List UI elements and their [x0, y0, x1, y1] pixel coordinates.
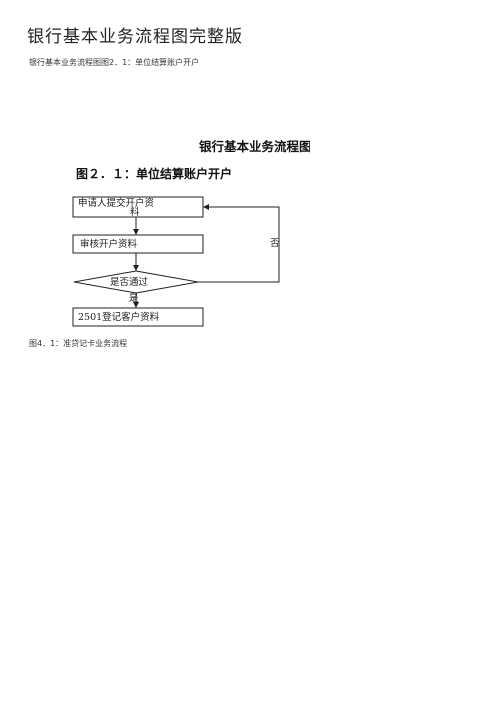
yes-label: 是: [129, 293, 139, 304]
no-label: 否: [270, 238, 280, 249]
step-submit-line1: 申请人提交开户资: [78, 197, 155, 209]
step-review-label: 审核开户资料: [80, 238, 138, 250]
figure-heading: 图２．１：单位结算账户开户: [76, 167, 233, 181]
step-register-label: 2501登记客户资料: [78, 311, 160, 323]
step-submit-line2: 料: [130, 206, 140, 218]
figure-caption: 图4．1：准贷记卡业务流程: [29, 339, 128, 348]
step-register-box: [72, 307, 204, 327]
step-review-box: [72, 234, 204, 254]
subtitle: 银行基本业务流程图图2．1：单位结算账户开户: [29, 58, 200, 67]
no-loop-line: [198, 204, 280, 283]
decision-label: 是否通过: [110, 276, 149, 288]
page-title: 银行基本业务流程图完整版: [27, 27, 243, 47]
section-heading: 银行基本业务流程图: [199, 139, 310, 154]
